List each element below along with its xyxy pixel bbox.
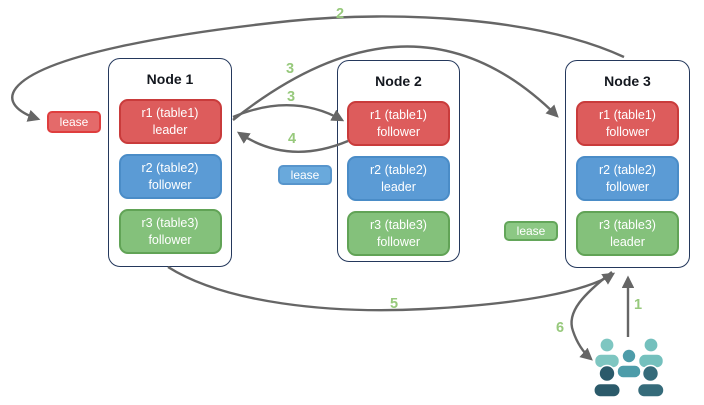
replica-label: r2 (table2): [370, 163, 427, 178]
lease-badge-blue: lease: [278, 165, 332, 185]
step-label-5: 5: [390, 296, 399, 312]
lease-badge-green: lease: [504, 221, 558, 241]
node-box-3: Node 3 r1 (table1) follower r2 (table2) …: [565, 60, 690, 268]
replica-label: r1 (table1): [599, 108, 656, 123]
replica-chip-node2-r3: r3 (table3) follower: [347, 211, 450, 256]
replica-list: r1 (table1) follower r2 (table2) followe…: [576, 101, 679, 256]
step-label-2: 2: [336, 6, 345, 22]
replica-role: follower: [148, 177, 192, 192]
replica-label: r1 (table1): [141, 106, 199, 121]
replica-chip-node3-r2: r2 (table2) follower: [576, 156, 679, 201]
replica-list: r1 (table1) leader r2 (table2) follower …: [118, 99, 222, 254]
replica-role: leader: [152, 122, 188, 137]
replica-role: leader: [381, 179, 416, 194]
replica-chip-node1-r1: r1 (table1) leader: [118, 99, 222, 144]
replica-label: r2 (table2): [599, 163, 656, 178]
replica-label: r3 (table3): [370, 218, 427, 233]
replica-chip-node2-r1: r1 (table1) follower: [347, 101, 450, 146]
arrow-step-2-node3-to-lease: [11, 15, 625, 122]
replica-role: follower: [148, 232, 192, 247]
step-label-3b: 3: [287, 89, 296, 105]
arrow-step-3-node1-to-node2: [232, 104, 345, 122]
replica-chip-node3-r1: r1 (table1) follower: [576, 101, 679, 146]
replica-chip-node1-r2: r2 (table2) follower: [118, 154, 222, 199]
node-box-2: Node 2 r1 (table1) follower r2 (table2) …: [337, 60, 460, 262]
replica-list: r1 (table1) follower r2 (table2) leader …: [347, 101, 450, 256]
node-title: Node 1: [146, 71, 194, 87]
replica-chip-node2-r2: r2 (table2) leader: [347, 156, 450, 201]
replica-role: leader: [610, 234, 645, 249]
step-label-1: 1: [634, 297, 643, 313]
replica-role: follower: [605, 124, 650, 139]
replica-role: follower: [605, 179, 650, 194]
step-label-4: 4: [288, 131, 297, 147]
replica-label: r3 (table3): [141, 216, 199, 231]
replica-label: r2 (table2): [141, 161, 199, 176]
replica-chip-node1-r3: r3 (table3) follower: [118, 209, 222, 254]
step-label-3a: 3: [286, 61, 295, 77]
node-title: Node 3: [604, 73, 651, 89]
node-title: Node 2: [375, 73, 422, 89]
replica-label: r1 (table1): [370, 108, 427, 123]
replica-label: r3 (table3): [599, 218, 656, 233]
replica-chip-node3-r3: r3 (table3) leader: [576, 211, 679, 256]
lease-badge-red: lease: [47, 111, 101, 133]
replica-role: follower: [376, 234, 421, 249]
replica-role: follower: [376, 124, 421, 139]
step-label-6: 6: [556, 320, 565, 336]
node-box-1: Node 1 r1 (table1) leader r2 (table2) fo…: [108, 58, 232, 267]
users-group-icon: [593, 337, 665, 398]
